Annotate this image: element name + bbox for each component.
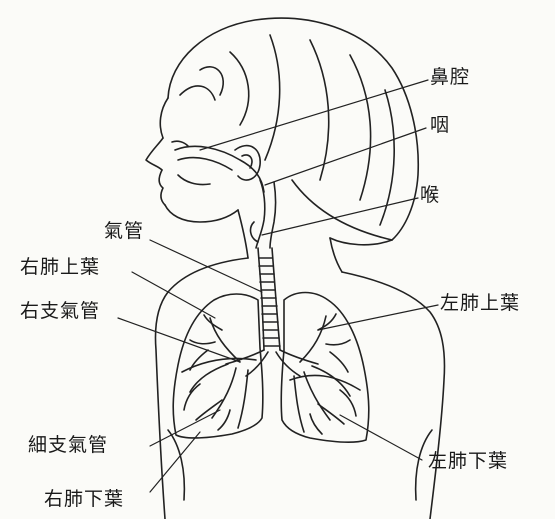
leader-right-upper-lobe [132,272,215,318]
leader-left-lower-lobe [340,415,422,460]
label-left-lower-lobe: 左肺下葉 [428,452,508,471]
label-larynx: 喉 [420,186,440,205]
right-lung [173,294,263,438]
leader-bronchioles [150,410,220,446]
label-trachea: 氣管 [104,222,144,241]
label-right-lower-lobe: 右肺下葉 [44,490,124,509]
label-nasal-cavity: 鼻腔 [430,68,470,87]
label-bronchioles: 細支氣管 [28,436,108,455]
leader-pharynx [265,128,426,185]
leader-right-bronchus [118,318,240,362]
leader-left-upper-lobe [318,305,438,330]
label-pharynx: 咽 [430,116,450,135]
label-left-upper-lobe: 左肺上葉 [440,294,520,313]
torso-outline [156,258,445,519]
label-right-upper-lobe: 右肺上葉 [20,258,100,277]
left-lung [281,293,369,443]
leader-trachea [150,240,262,292]
leader-larynx [262,198,418,235]
label-right-bronchus: 右支氣管 [20,302,100,321]
